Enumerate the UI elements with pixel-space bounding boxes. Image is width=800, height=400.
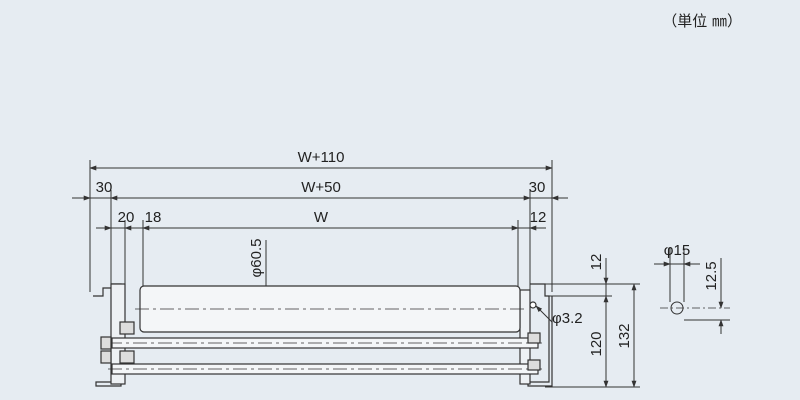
unit-note: （単位 ㎜） [662,12,742,30]
text-overall-width: W+110 [298,149,345,166]
text-left-frame-offset: 30 [96,179,113,196]
text-frame-width: W+50 [301,179,341,196]
text-frame-height: 120 [588,331,605,356]
dimension-texts: W+110 W+50 30 30 W 20 18 12 φ60.5 12 φ3.… [96,149,720,357]
dimension-lines [72,160,568,332]
text-top-offset: 12 [588,254,605,271]
lower-rail-1 [111,337,539,349]
text-left-bracket-offset: 20 [118,209,135,226]
shaft-detail [654,248,730,334]
text-hole-diameter: φ3.2 [552,310,583,327]
lower-rail-2 [111,363,539,375]
text-total-height: 132 [616,323,633,348]
text-right-frame-offset: 30 [529,179,546,196]
text-roller-diameter: φ60.5 [248,239,265,278]
text-roller-width: W [314,209,329,226]
text-shaft-diameter: φ15 [664,242,690,259]
text-shaft-height: 12.5 [703,261,720,290]
conveyor-body [93,283,553,387]
text-right-roller-offset: 12 [530,209,547,226]
text-left-roller-offset: 18 [145,209,162,226]
